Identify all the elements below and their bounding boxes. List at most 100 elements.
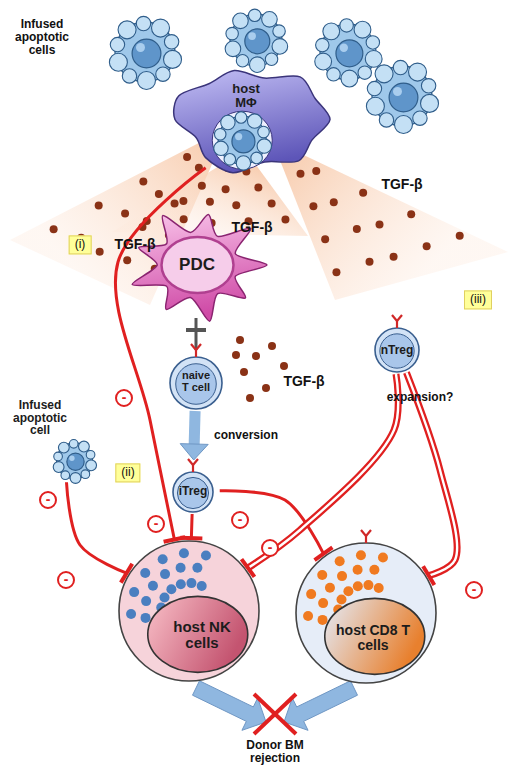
apoptotic-bleb [340, 19, 353, 32]
block-cross [254, 694, 296, 734]
tgf-beta-dot [198, 182, 206, 190]
apoptotic-bleb [70, 473, 81, 484]
granule [363, 580, 373, 590]
tgf-beta-dot [139, 177, 147, 185]
tgf-beta-dot [297, 170, 305, 178]
tgf-beta-dot [236, 336, 244, 344]
inhibition-line [66, 482, 126, 573]
tgf-beta-dot [321, 235, 329, 243]
mac-outline [168, 62, 333, 177]
callout-number: (iii) [464, 290, 492, 309]
t-cell-body [170, 357, 222, 409]
apoptotic-bleb [164, 35, 178, 49]
granule [337, 594, 347, 604]
apoptotic-bleb [354, 21, 371, 38]
apoptotic-highlight [248, 32, 256, 40]
apoptotic-bleb [341, 70, 358, 87]
tgf-beta-dot [246, 394, 254, 402]
granule [337, 571, 347, 581]
callout-number: (i) [69, 235, 92, 254]
inhibition-line [190, 514, 194, 538]
tgf-beta-dot [359, 189, 367, 197]
tgf-beta-dot [376, 220, 384, 228]
pdc-contact [195, 318, 198, 350]
granule [158, 554, 168, 564]
connector-group [241, 374, 398, 577]
inhibition-sign: - [465, 581, 483, 599]
tgf-beta-dot [96, 248, 104, 256]
tgf-beta-dot [407, 210, 415, 218]
apoptotic-bleb [421, 79, 435, 93]
annotation-label: Donor BM rejection [230, 739, 320, 765]
apoptotic-bleb [233, 13, 249, 29]
tgf-beta-dot [143, 217, 151, 225]
apoptotic-bleb [136, 16, 150, 30]
apoptotic-bleb [137, 71, 155, 89]
apoptotic-nucleus [389, 83, 418, 112]
tgf-beta-dot [312, 167, 320, 175]
tgf-beta-dot [121, 209, 129, 217]
tgf-beta-dot [330, 198, 338, 206]
apoptotic-bleb [366, 97, 384, 115]
apoptotic-bleb [257, 139, 271, 153]
apoptotic-bleb [221, 115, 235, 129]
tgf-beta-dot [252, 352, 260, 360]
apoptotic-nucleus [245, 29, 270, 54]
tcr-receptor [191, 344, 201, 357]
apoptotic-bleb [54, 452, 63, 461]
tgf-beta-dot [95, 201, 103, 209]
node-label: naive T cell [178, 370, 214, 393]
nk-node: host NK cells [116, 538, 262, 684]
tgf-beta-dot [268, 342, 276, 350]
granule [141, 596, 151, 606]
connector-group [180, 514, 202, 538]
inhibition-sign: - [57, 571, 75, 589]
apoptotic-highlight [69, 456, 74, 461]
annotation-label: Infused apoptotic cells [7, 18, 77, 58]
nk-cell-body [119, 541, 259, 681]
granule [353, 581, 363, 591]
apoptotic-cell [214, 112, 272, 170]
tcell-node: iTreg [166, 460, 220, 514]
inhibition-bar [315, 547, 333, 560]
cell-nucleus [325, 598, 425, 674]
apoptotic-bleb [225, 41, 241, 57]
tcell-node: nTreg [368, 316, 426, 374]
granule [369, 565, 379, 575]
apoptotic-bleb [379, 113, 393, 127]
apoptotic-bleb [251, 152, 263, 164]
tgf-beta-dot [179, 197, 187, 205]
tcr-receptor [392, 315, 402, 328]
rejection-arrow [284, 681, 357, 731]
apoptotic-bleb [109, 53, 127, 71]
granule [317, 570, 327, 580]
granule [192, 563, 202, 573]
cytokine-label: TGF-β [114, 237, 155, 252]
granule [148, 581, 158, 591]
apoptotic-bleb [273, 25, 285, 37]
granule [343, 586, 353, 596]
granule [378, 553, 388, 563]
connector-group [66, 482, 132, 582]
apoptotic-bleb [86, 460, 97, 471]
granule [353, 565, 363, 575]
annotation-label: expansion? [380, 391, 460, 404]
apoptotic-bleb [421, 94, 439, 112]
granule [201, 551, 211, 561]
apoptotic-bleb [249, 57, 265, 73]
inhibition-bar [423, 566, 434, 585]
granule [186, 578, 196, 588]
edge-label: conversion [214, 429, 278, 442]
apoptotic-bleb [323, 23, 340, 40]
apoptotic-bleb [366, 36, 379, 49]
inhibition-sign: - [231, 511, 249, 529]
tgf-beta-dot [456, 232, 464, 240]
tgf-beta-dot [232, 351, 240, 359]
apoptotic-bleb [247, 114, 261, 128]
apoptotic-bleb [53, 462, 64, 473]
apoptotic-bleb [393, 60, 407, 74]
tgf-beta-dot [280, 362, 288, 370]
tgf-beta-dot [180, 215, 188, 223]
connector-group [180, 411, 208, 460]
